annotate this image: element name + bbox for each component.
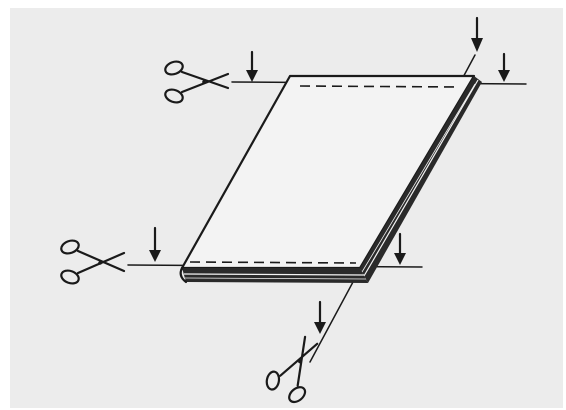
down-arrow-icon	[471, 18, 483, 52]
scissors-icon	[163, 59, 228, 104]
down-arrow-icon	[149, 228, 161, 262]
down-arrow-icon	[246, 52, 258, 82]
paper-bottom-edge	[182, 268, 368, 283]
scissors-icon	[59, 238, 124, 285]
down-arrow-icon	[314, 302, 326, 334]
down-arrow-icon	[498, 54, 510, 82]
paper-stack	[181, 76, 482, 283]
down-arrow-icon	[394, 234, 406, 265]
